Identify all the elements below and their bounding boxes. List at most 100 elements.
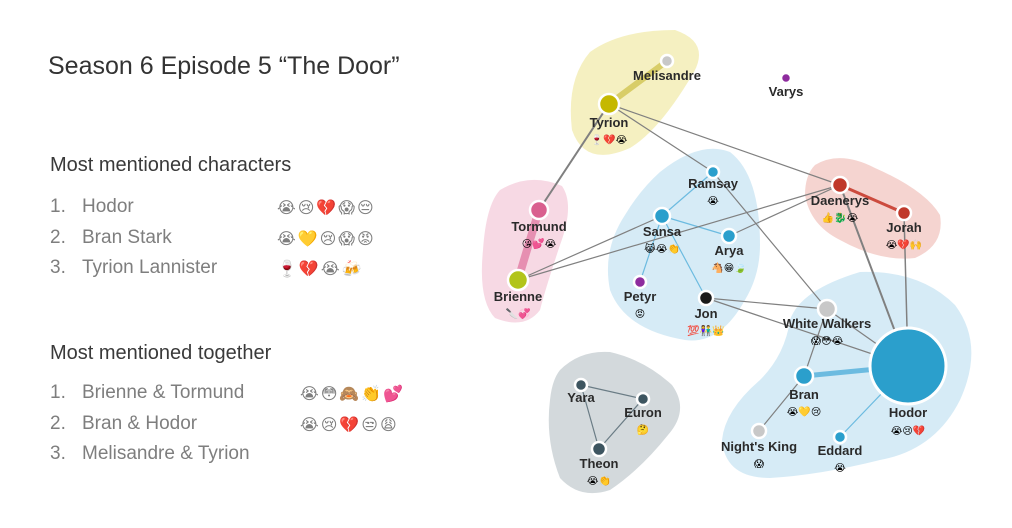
node-circle	[590, 440, 608, 458]
cluster-grey	[548, 351, 681, 494]
node-circle	[597, 92, 621, 116]
node-emojis: 🔪💞	[506, 307, 531, 320]
node-circle	[635, 391, 651, 407]
node-jorah: Jorah 😭💔🙌	[886, 204, 923, 251]
emoji-row: 😭💛😢😱😡	[277, 228, 376, 248]
rank: 1.	[50, 382, 66, 403]
node-circle	[528, 199, 550, 221]
node-emojis: 😭💛😢	[787, 406, 822, 418]
character-name: Bran Stark	[82, 226, 172, 248]
node-label: Petyr	[624, 289, 657, 304]
node-label: Euron	[624, 405, 662, 420]
node-whitewalkers: White Walkers😱😳😭	[783, 298, 871, 347]
node-jon: Jon 💯👫👑	[687, 289, 725, 337]
edge-yara-theon	[580, 384, 600, 450]
edge-whitewalkers-bran	[803, 308, 828, 377]
rank: 2.	[50, 226, 66, 248]
node-label: Jon	[694, 306, 717, 321]
edge-melisandre-tyrion	[606, 58, 670, 107]
node-circle	[573, 377, 589, 393]
node-emojis: 🍷💔😭	[591, 133, 628, 146]
node-hodor: Hodor😭😢💔	[868, 326, 948, 437]
character-name: Hodor	[82, 196, 134, 217]
node-label: Brienne	[494, 289, 542, 304]
emoji-row: 🍷💔😭🍻	[277, 259, 364, 278]
node-varys: Varys	[769, 71, 804, 99]
node-circle	[705, 164, 721, 180]
node-label: Ramsay	[688, 176, 739, 191]
node-label: Night's King	[721, 439, 797, 454]
node-emojis: 😭	[834, 463, 846, 474]
page-title: Season 6 Episode 5 “The Door”	[48, 52, 400, 80]
node-emojis: 🐴😁🍃	[711, 261, 746, 274]
edge-sansa-jon	[661, 215, 707, 299]
edge-ramsay-whitewalkers	[712, 171, 828, 310]
node-label: Arya	[715, 243, 745, 258]
node-emojis: 😭💔🙌	[886, 239, 923, 251]
emoji-row: 😭😢💔😒😩	[300, 414, 399, 434]
pair-name: Bran & Hodor	[82, 412, 198, 434]
cluster-layer	[481, 30, 972, 494]
node-label: Sansa	[643, 224, 682, 239]
node-circle	[697, 289, 715, 307]
edge-daenerys-brienne	[517, 184, 841, 281]
node-circle	[832, 429, 848, 445]
node-circle	[830, 175, 850, 195]
node-emojis: 😹😭👏	[644, 242, 680, 255]
node-bran: Bran 😭💛😢	[787, 365, 822, 418]
node-label: Melisandre	[633, 68, 701, 83]
node-theon: Theon 😭👏	[580, 440, 619, 487]
emoji-row: 😭😢💔😱😔	[277, 198, 376, 217]
node-label: Varys	[769, 84, 804, 99]
together-heading: Most mentioned together	[50, 342, 272, 364]
node-label: Daenerys	[811, 193, 870, 208]
node-circle	[793, 365, 815, 387]
node-circle	[720, 227, 738, 245]
emoji-row: 😭😳🙈👏💕	[300, 384, 406, 403]
node-circle	[506, 268, 530, 292]
node-emojis: 🤔	[637, 424, 649, 436]
node-emojis: 👍🐉😭	[822, 211, 859, 224]
node-circle	[659, 53, 675, 69]
rank: 1.	[50, 196, 66, 217]
node-tyrion: Tyrion🍷💔😭	[590, 92, 628, 146]
node-emojis: 😱	[754, 459, 765, 470]
rank: 3.	[50, 257, 66, 278]
edge-euron-theon	[598, 398, 644, 450]
node-label: Jorah	[886, 220, 921, 235]
character-name: Tyrion Lannister	[82, 257, 218, 278]
node-emojis: 😘💕😭	[522, 237, 557, 250]
node-circle	[652, 206, 672, 226]
rank: 2.	[50, 412, 66, 434]
node-label: Eddard	[818, 443, 863, 458]
node-circle	[632, 274, 648, 290]
node-euron: Euron 🤔	[624, 391, 662, 436]
node-emojis: 😡	[635, 309, 645, 320]
node-brienne: Brienne 🔪💞	[494, 268, 542, 320]
node-label: Tormund	[511, 219, 566, 234]
node-circle	[816, 298, 838, 320]
edge-tyrion-ramsay	[608, 103, 714, 173]
edge-yara-euron	[580, 384, 644, 400]
node-emojis: 😭😢💔	[891, 425, 926, 437]
node-label: Bran	[789, 387, 819, 402]
node-nightsking: Night's King 😱	[721, 422, 797, 470]
edge-sansa-petyr	[639, 215, 663, 283]
node-arya: Arya 🐴😁🍃	[711, 227, 747, 274]
node-tormund: Tormund 😘💕😭	[511, 199, 567, 250]
edge-daenerys-jorah	[838, 183, 906, 215]
node-emojis: 😭👏	[587, 474, 611, 487]
edge-tyrion-daenerys	[608, 103, 841, 186]
node-eddard: Eddard 😭	[818, 429, 863, 474]
most-mentioned-heading: Most mentioned characters	[50, 154, 292, 176]
edge-jon-whitewalkers	[705, 297, 828, 310]
edge-tormund-brienne	[514, 206, 543, 284]
edge-tyrion-tormund	[538, 103, 610, 211]
node-circle	[868, 326, 948, 406]
node-sansa: Sansa 😹😭👏	[643, 206, 682, 255]
pair-name: Melisandre & Tyrion	[82, 443, 250, 464]
cluster-blue	[722, 271, 972, 478]
node-label: Theon	[580, 456, 619, 471]
node-emojis: 💯👫👑	[687, 324, 724, 337]
